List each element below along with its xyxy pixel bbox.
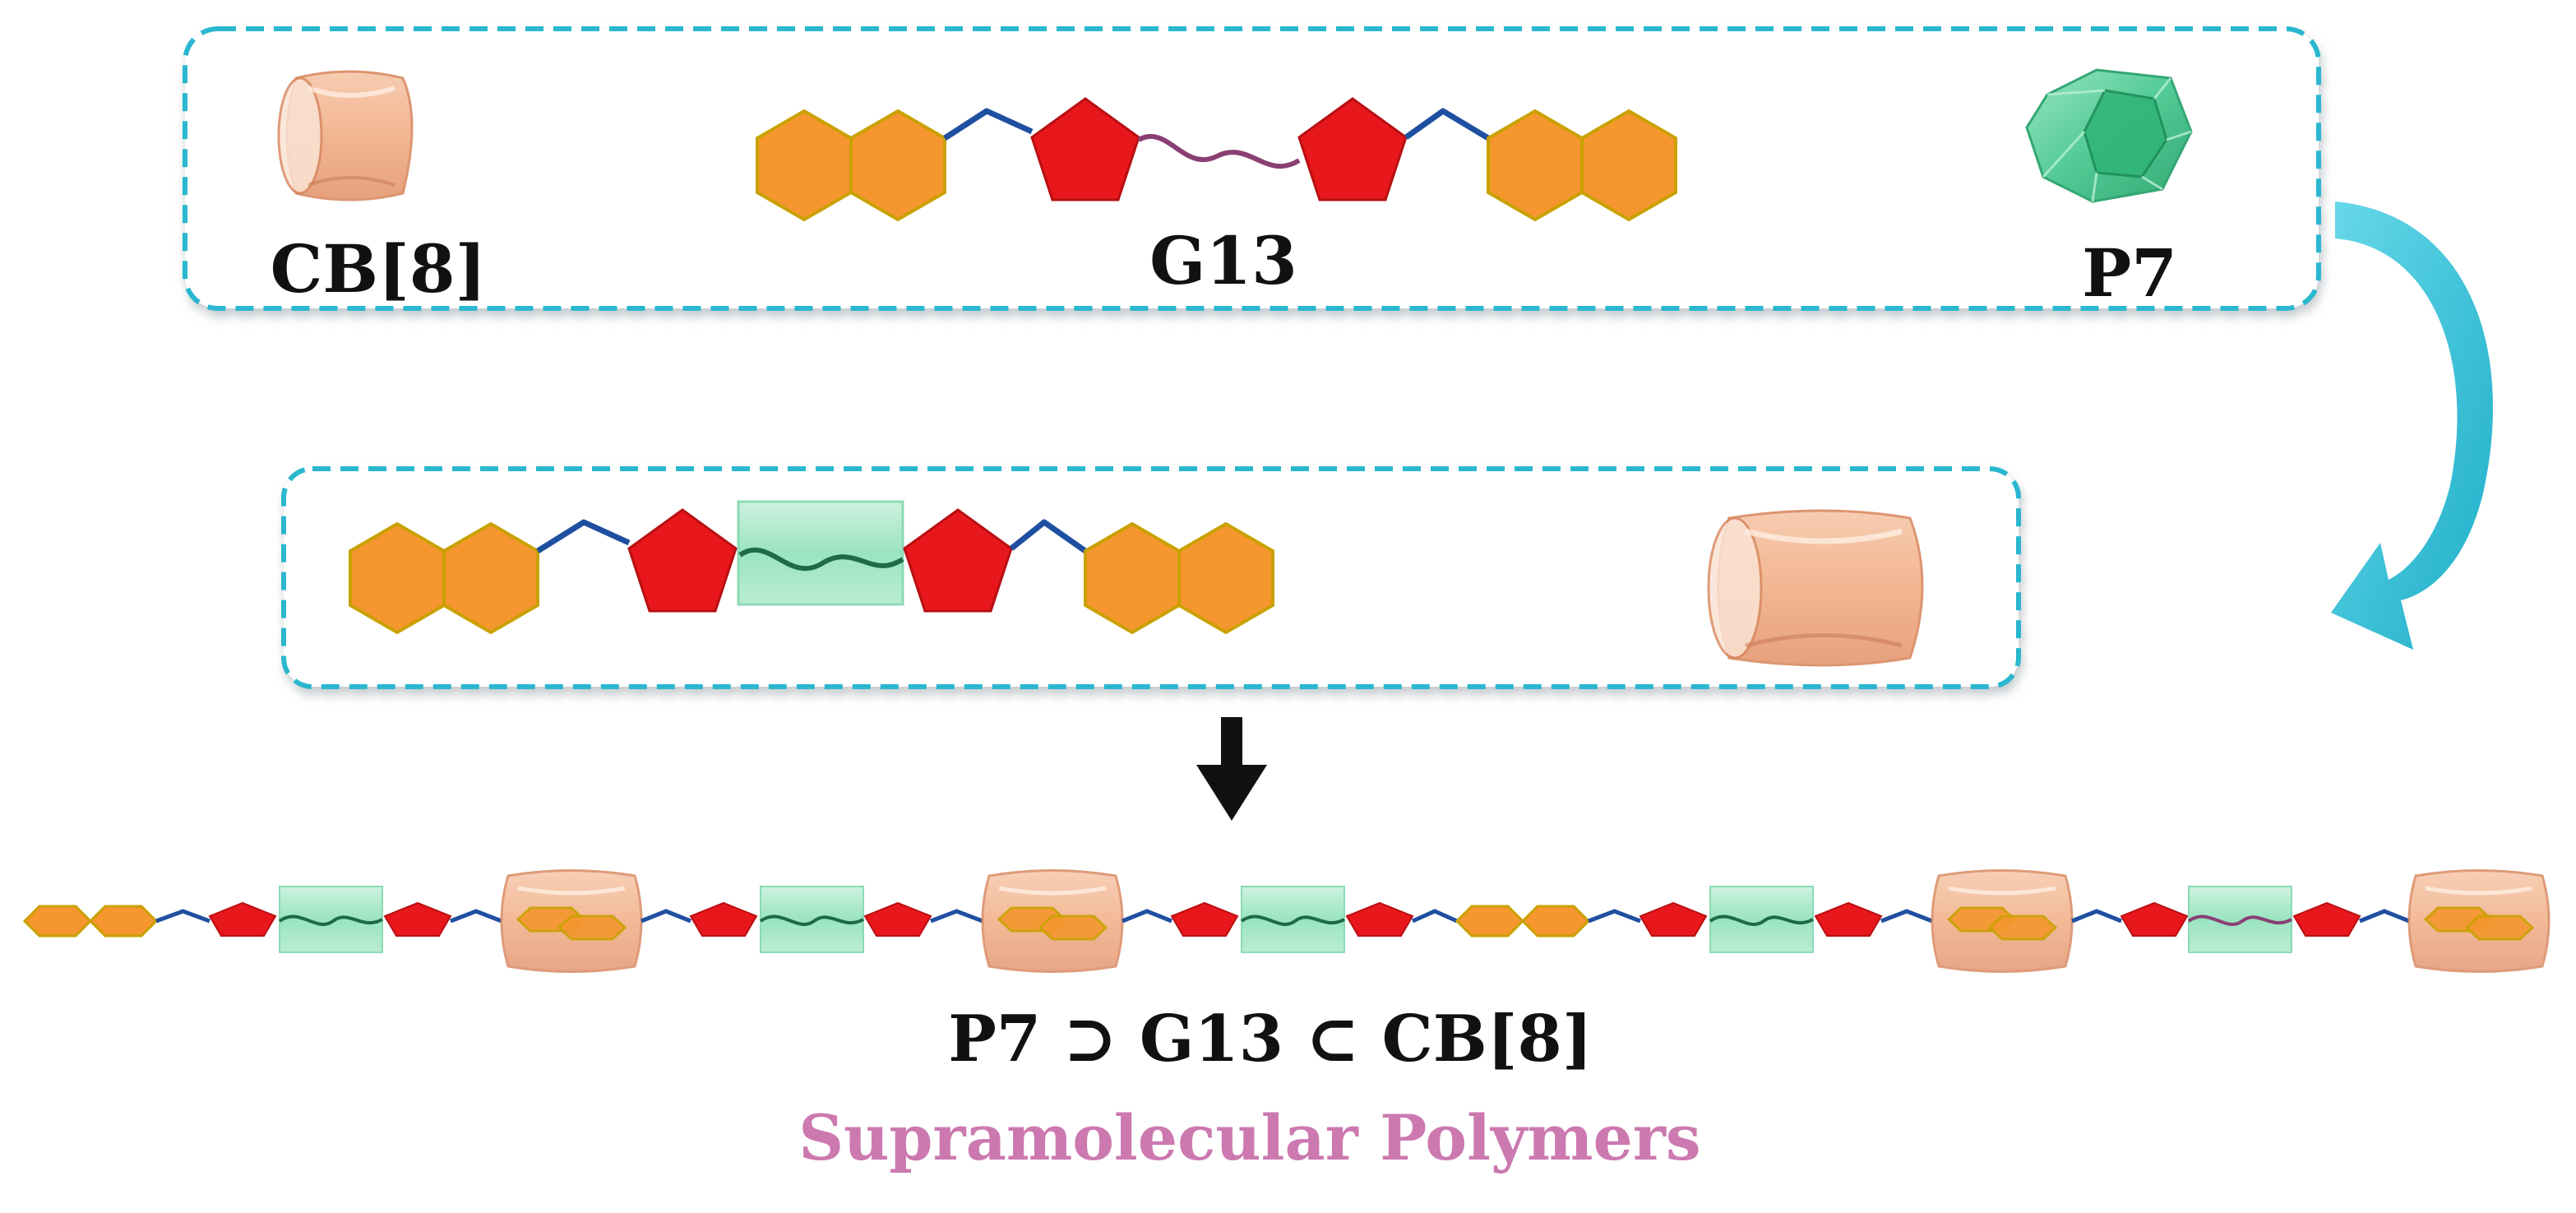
g13-molecule <box>756 97 1677 222</box>
linker <box>930 909 983 924</box>
g13-label: G13 <box>1149 222 1297 299</box>
linker <box>943 108 1034 141</box>
linker <box>1122 909 1172 924</box>
chain <box>738 547 904 572</box>
cucurbituril-highlight <box>1948 886 2056 896</box>
naphthalene-ring <box>557 914 627 941</box>
chain <box>1240 914 1345 927</box>
naphthalene-ring <box>1177 521 1274 635</box>
cucurbituril-icon <box>1707 509 1924 667</box>
cucurbituril-highlight <box>998 886 1107 896</box>
pentagon-unit <box>689 901 758 937</box>
pentagon-unit <box>208 901 277 937</box>
cucurbituril-icon <box>277 70 414 201</box>
supramolecular-polymer-chain <box>22 869 2551 973</box>
pentagon-unit <box>1297 97 1408 201</box>
pentagon-unit <box>1814 901 1883 937</box>
chain <box>1137 133 1301 169</box>
chain <box>759 914 864 927</box>
naphthalene-ring <box>2464 914 2535 941</box>
linker <box>2359 909 2410 924</box>
pillarene-sleeve <box>279 886 383 953</box>
pillarene-sleeve <box>760 886 864 953</box>
p7-label: P7 <box>2082 234 2177 312</box>
pentagon-unit <box>1345 901 1414 937</box>
linker <box>1411 909 1459 924</box>
pillarene-sleeve <box>2188 886 2292 953</box>
pentagon-unit <box>627 508 738 613</box>
pentagon-unit <box>2292 901 2361 937</box>
cb8-label: CB[8] <box>271 230 487 308</box>
pentagon-unit <box>1170 901 1239 937</box>
naphthalene-ring <box>1454 905 1525 938</box>
cucurbituril-highlight <box>517 886 626 896</box>
pentagon-unit <box>863 901 932 937</box>
g13-p7-complex <box>349 500 1274 635</box>
polymers-caption: Supramolecular Polymers <box>798 1101 1700 1174</box>
linker <box>1880 909 1933 924</box>
pentagon-unit <box>903 508 1013 613</box>
naphthalene-ring <box>1520 905 1591 938</box>
linker <box>1009 519 1088 553</box>
linker <box>155 909 210 924</box>
naphthalene-ring <box>1038 914 1108 941</box>
naphthalene-ring <box>1987 914 2058 941</box>
naphthalene-ring <box>1580 109 1677 222</box>
pentagon-unit <box>383 901 452 937</box>
cucurbituril-highlight <box>2425 886 2533 896</box>
complex-formula: P7 ⊃ G13 ⊂ CB[8] <box>948 1002 1593 1076</box>
curved-arrow-icon <box>2331 201 2493 650</box>
pillarene-icon <box>2025 68 2193 203</box>
pentagon-unit <box>2120 901 2189 937</box>
linker <box>641 909 691 924</box>
linker <box>2071 909 2122 924</box>
chain <box>278 914 383 927</box>
chain <box>2187 914 2292 927</box>
top-panel-box <box>183 26 2321 311</box>
pentagon-unit <box>1030 97 1140 201</box>
pillarene-sleeve <box>1709 886 1814 953</box>
linker <box>536 519 631 553</box>
linker <box>1588 909 1641 924</box>
naphthalene-ring <box>88 905 159 938</box>
chain <box>1709 914 1814 927</box>
linker <box>1404 108 1490 141</box>
linker <box>450 909 502 924</box>
down-arrow-icon <box>1196 717 1267 821</box>
pillarene-sleeve <box>1241 886 1345 953</box>
pentagon-unit <box>1639 901 1708 937</box>
naphthalene-ring <box>22 905 93 938</box>
